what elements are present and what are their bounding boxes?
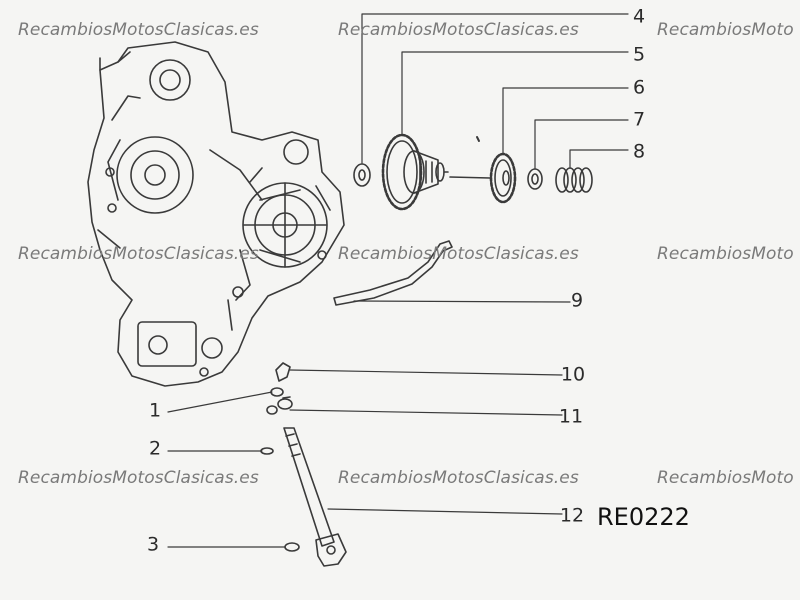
part-10-clip xyxy=(275,362,291,382)
crankcase-housing xyxy=(87,41,345,387)
part-5-gear-shaft xyxy=(381,133,449,211)
callout-9: 9 xyxy=(570,289,584,312)
watermark: RecambiosMotosClasicas.es xyxy=(338,468,579,488)
callout-4: 4 xyxy=(632,5,646,28)
stray-mark xyxy=(476,136,480,142)
callout-6: 6 xyxy=(632,76,646,99)
watermark: RecambiosMoto xyxy=(657,468,794,488)
callout-1: 1 xyxy=(148,399,162,422)
callout-7: 7 xyxy=(632,108,646,131)
watermark: RecambiosMotosClasicas.es xyxy=(338,244,579,264)
leader-lines xyxy=(167,13,629,548)
watermark: RecambiosMoto xyxy=(657,20,794,40)
watermark: RecambiosMotosClasicas.es xyxy=(338,20,579,40)
callout-12: 12 xyxy=(559,504,585,527)
part-9-lever xyxy=(333,240,453,306)
part-7-washer xyxy=(527,168,543,190)
part-12-shaft xyxy=(283,427,347,567)
part-2-oring xyxy=(260,447,274,455)
part-6-small-gear xyxy=(449,152,517,204)
callout-8: 8 xyxy=(632,140,646,163)
watermark: RecambiosMotosClasicas.es xyxy=(18,20,259,40)
callout-3: 3 xyxy=(146,533,160,556)
part-4-washer xyxy=(353,163,371,187)
callout-5: 5 xyxy=(632,43,646,66)
part-8-spring xyxy=(555,167,593,193)
watermark: RecambiosMotosClasicas.es xyxy=(18,468,259,488)
watermark: RecambiosMoto xyxy=(657,244,794,264)
watermark: RecambiosMotosClasicas.es xyxy=(18,244,259,264)
reference-code: RE0222 xyxy=(597,503,690,531)
callout-2: 2 xyxy=(148,437,162,460)
callout-10: 10 xyxy=(560,363,586,386)
callout-11: 11 xyxy=(558,405,584,428)
part-3-oring xyxy=(284,542,300,552)
